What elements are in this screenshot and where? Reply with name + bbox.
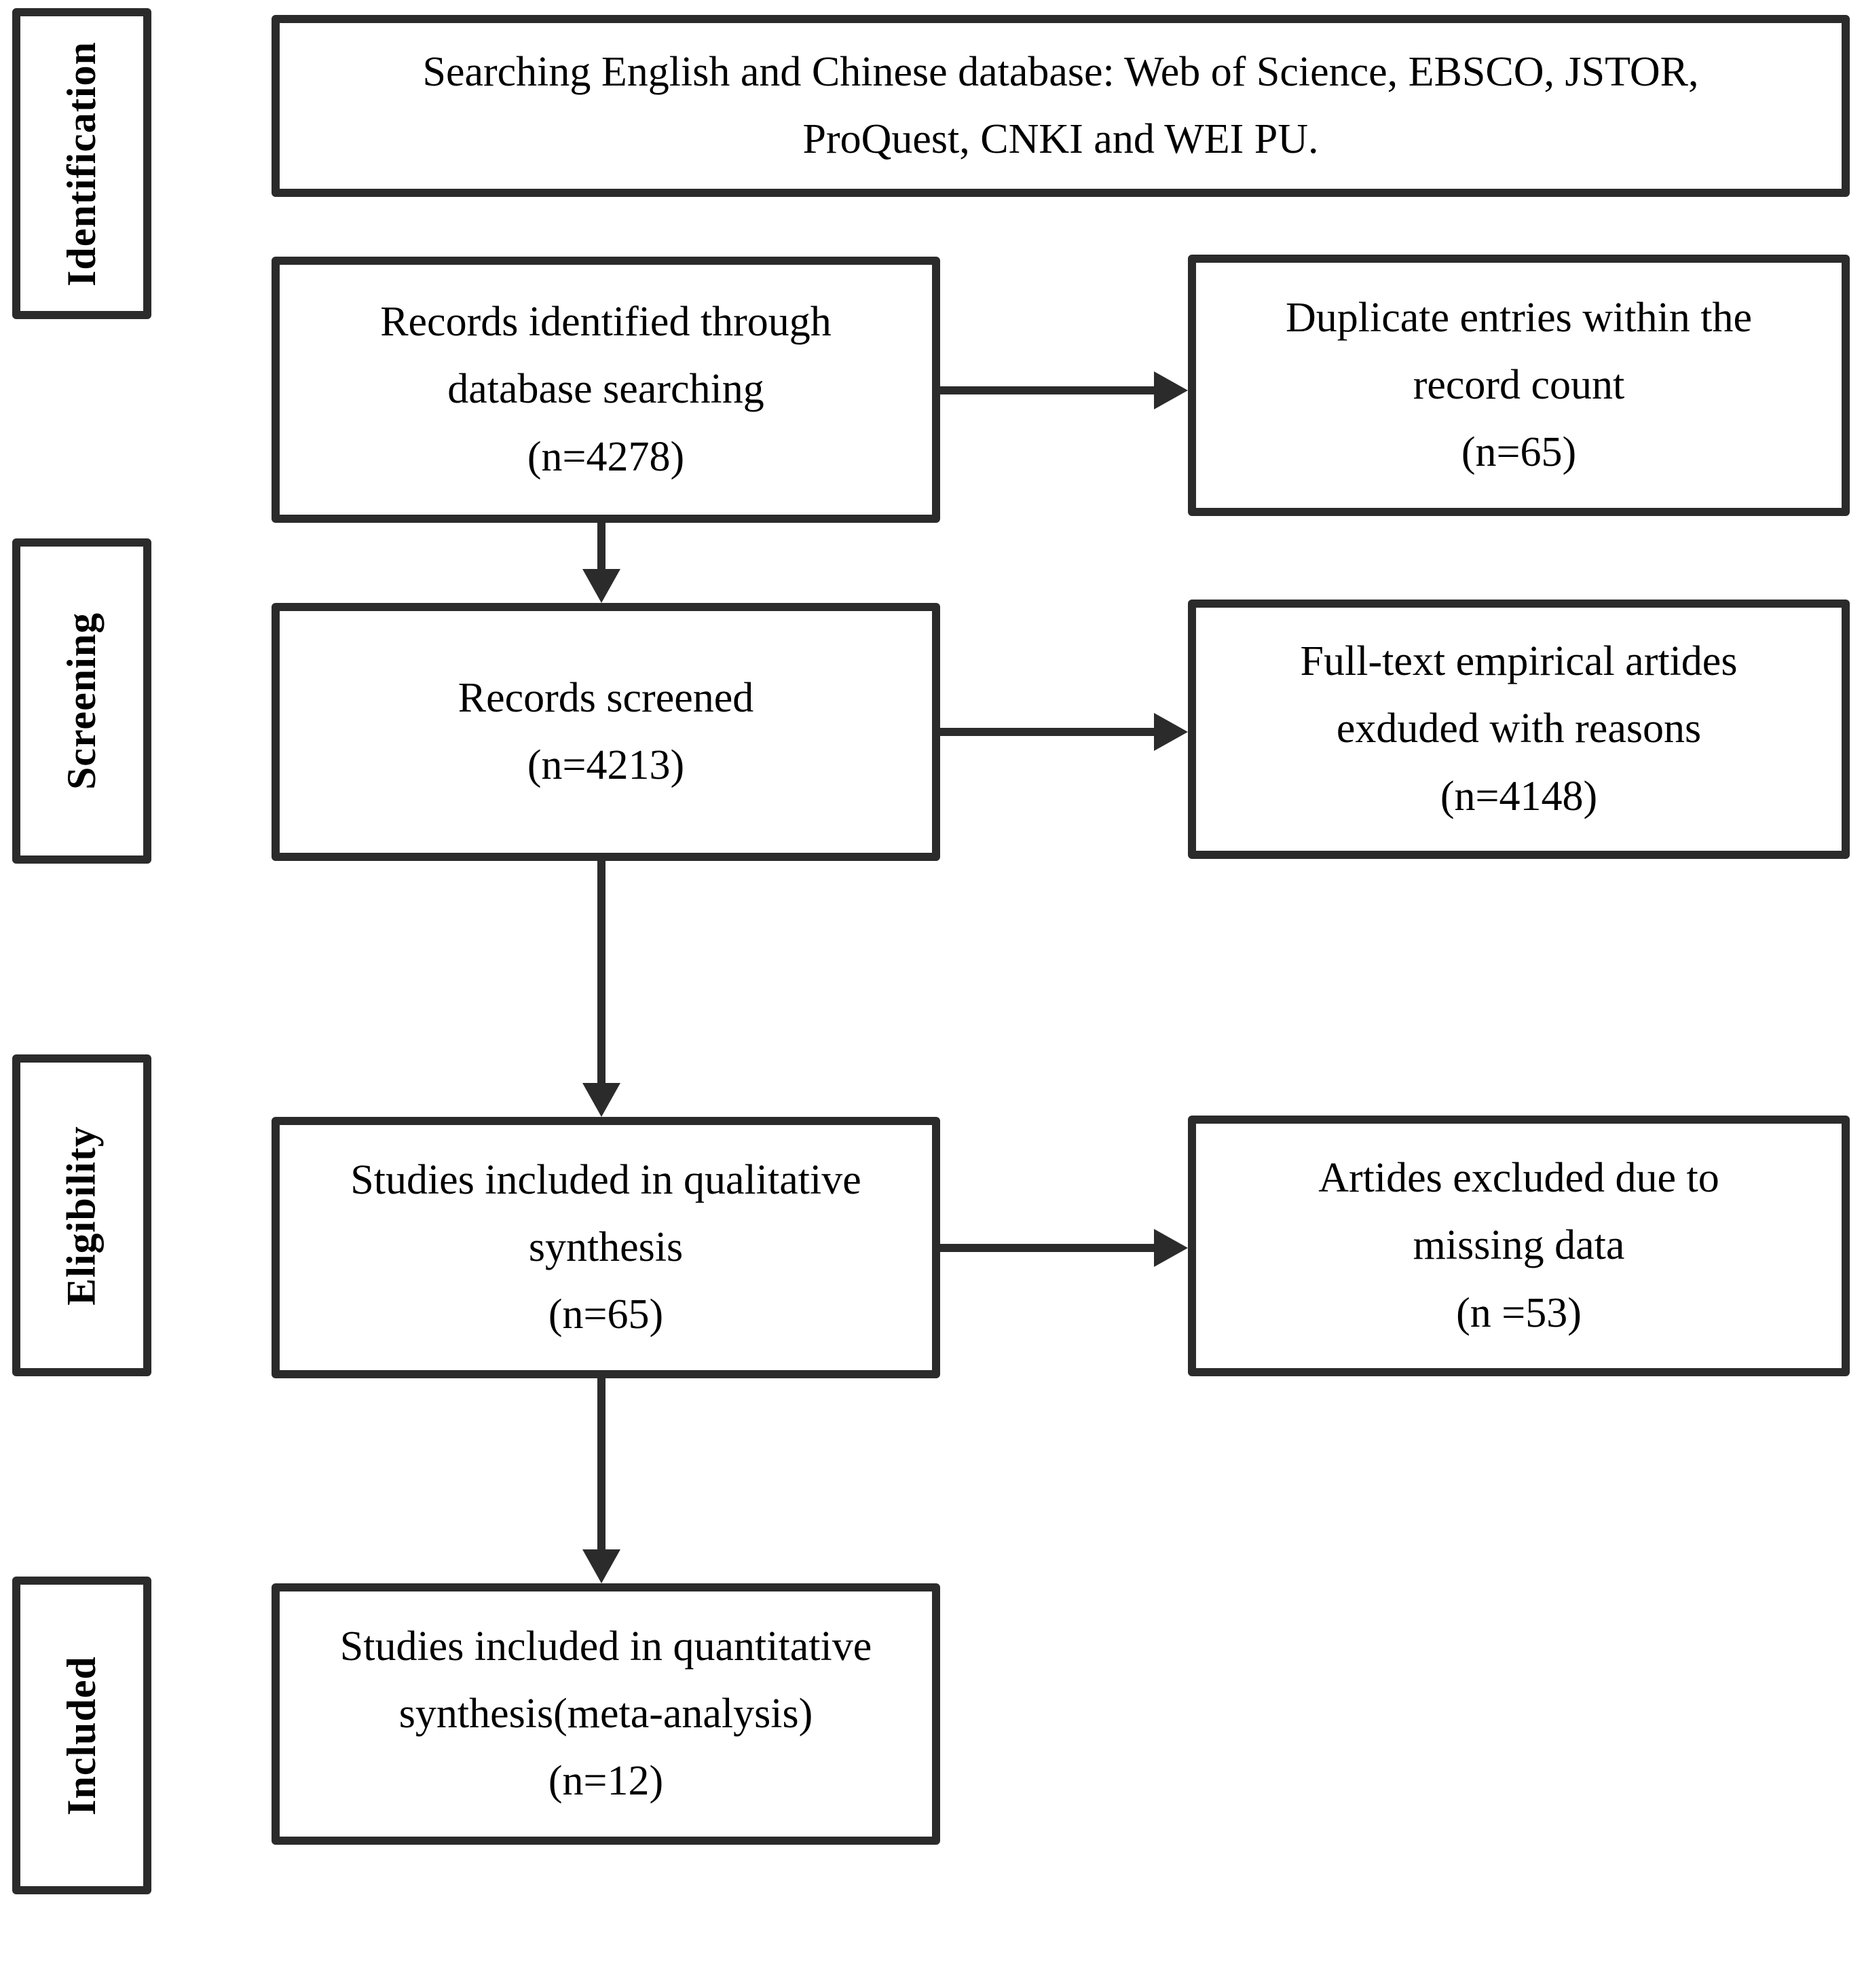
box-database-search-text: Searching English and Chinese database: …	[422, 48, 1699, 162]
arrowhead-down-icon	[582, 1549, 620, 1583]
box-missing-data-excluded: Artides excluded due to missing data (n …	[1188, 1116, 1850, 1376]
box-records-identified: Records identified through database sear…	[272, 257, 940, 523]
arrowhead-right-icon	[1154, 713, 1188, 751]
box-fulltext-excluded: Full-text empirical artides exduded with…	[1188, 600, 1850, 859]
box-database-search: Searching English and Chinese database: …	[272, 15, 1850, 197]
box-fulltext-excluded-text: Full-text empirical artides exduded with…	[1300, 638, 1738, 820]
arrow-down-screened-to-qualitative	[582, 861, 620, 1117]
box-quantitative-synthesis-text: Studies included in quantitative synthes…	[339, 1623, 872, 1805]
arrowhead-right-icon	[1154, 1229, 1188, 1267]
arrow-shaft	[597, 861, 605, 1087]
arrow-shaft	[940, 1244, 1158, 1252]
arrow-down-identified-to-screened	[582, 523, 620, 603]
box-quantitative-synthesis: Studies included in quantitative synthes…	[272, 1583, 940, 1845]
stage-label-included: Included	[12, 1577, 151, 1894]
box-qualitative-synthesis-text: Studies included in qualitative synthesi…	[350, 1156, 861, 1338]
stage-label-eligibility: Eligibility	[12, 1054, 151, 1376]
box-qualitative-synthesis: Studies included in qualitative synthesi…	[272, 1117, 940, 1378]
arrow-right-qualitative-to-missing-data	[940, 1229, 1188, 1267]
arrow-shaft	[940, 728, 1158, 736]
box-duplicates-excluded: Duplicate entries within the record coun…	[1188, 255, 1850, 516]
stage-label-included-text: Included	[59, 1655, 105, 1816]
arrowhead-right-icon	[1154, 371, 1188, 409]
box-records-identified-text: Records identified through database sear…	[380, 299, 832, 480]
arrowhead-down-icon	[582, 1083, 620, 1117]
arrow-shaft	[597, 523, 605, 573]
arrow-down-qualitative-to-quantitative	[582, 1378, 620, 1583]
box-missing-data-excluded-text: Artides excluded due to missing data (n …	[1318, 1155, 1719, 1336]
arrow-right-screened-to-fulltext-excluded	[940, 713, 1188, 751]
stage-label-identification: Identification	[12, 8, 151, 319]
arrowhead-down-icon	[582, 569, 620, 603]
stage-label-screening-text: Screening	[59, 612, 104, 790]
arrow-right-identified-to-duplicates	[940, 371, 1188, 409]
stage-label-screening: Screening	[12, 538, 151, 864]
stage-label-identification-text: Identification	[59, 41, 105, 287]
arrow-shaft	[940, 386, 1158, 394]
box-records-screened: Records screened (n=4213)	[272, 603, 940, 861]
box-duplicates-excluded-text: Duplicate entries within the record coun…	[1286, 294, 1752, 476]
arrow-shaft	[597, 1378, 605, 1553]
stage-label-eligibility-text: Eligibility	[59, 1125, 105, 1306]
box-records-screened-text: Records screened (n=4213)	[458, 674, 754, 788]
